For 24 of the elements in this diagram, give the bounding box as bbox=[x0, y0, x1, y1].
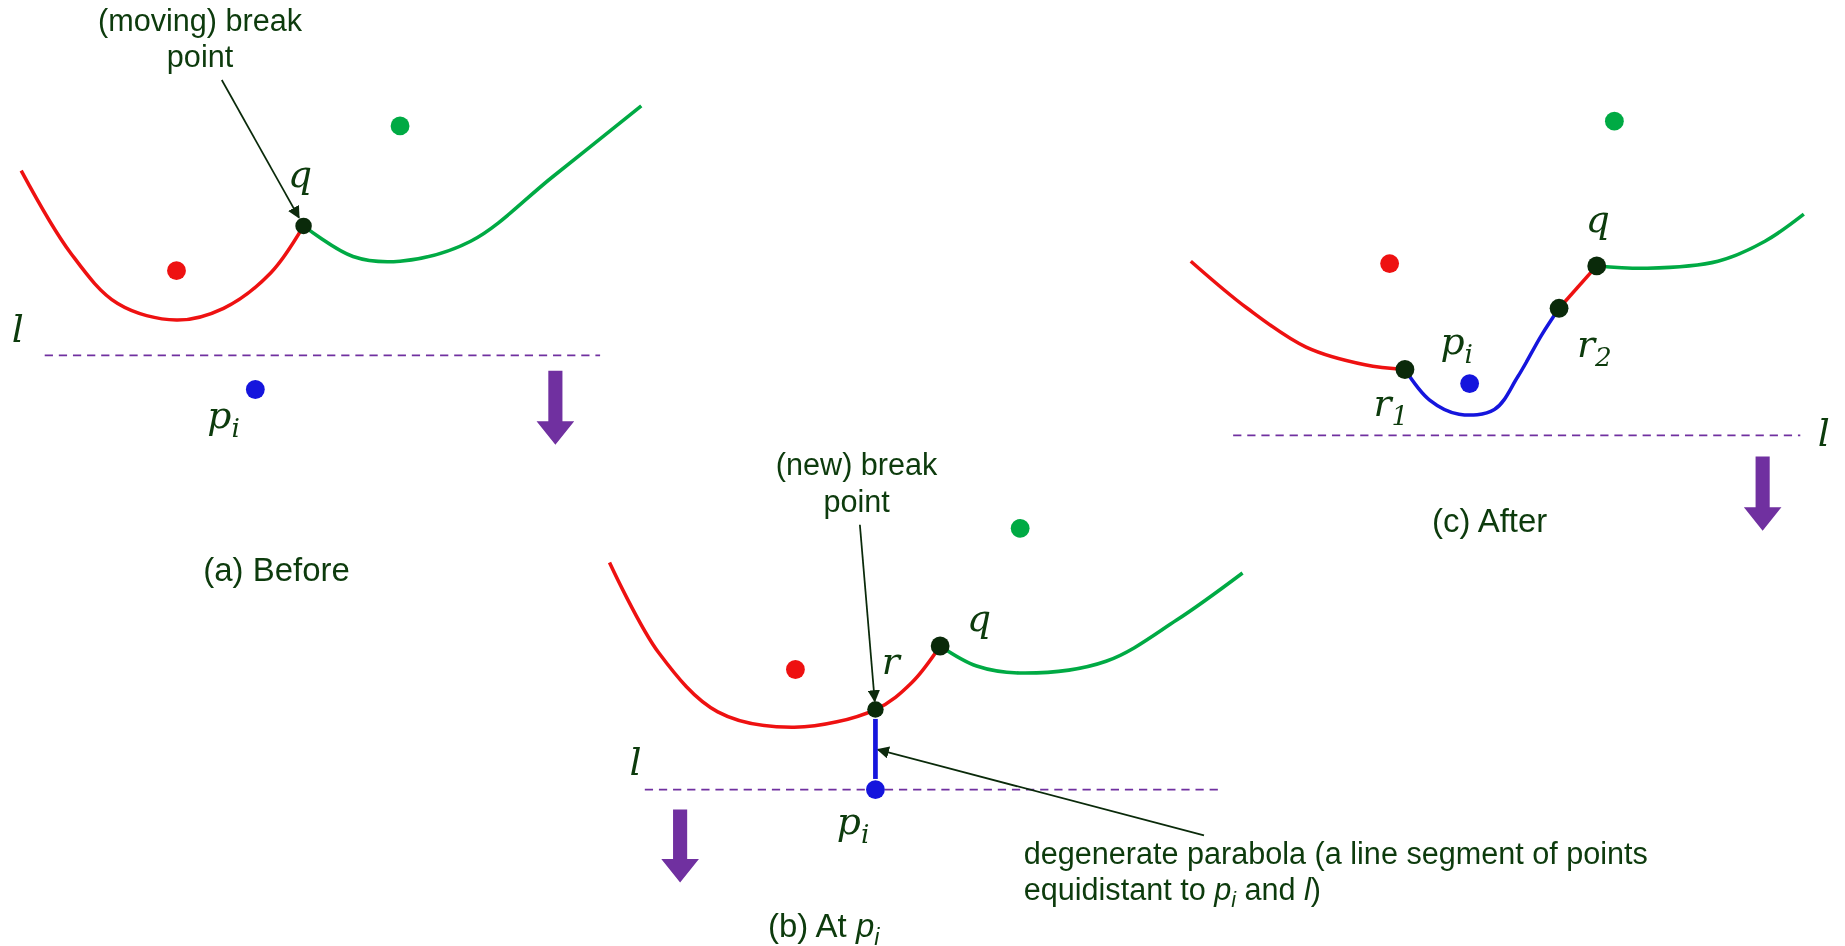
math-symbol: p$_{i}$ bbox=[207, 392, 240, 443]
math-symbol: q bbox=[966, 595, 992, 641]
math-symbol: l bbox=[1817, 410, 1830, 456]
math-symbol: r$_{2}$ bbox=[1577, 322, 1612, 373]
math-symbol: r bbox=[881, 638, 900, 684]
break-point-dot bbox=[295, 217, 312, 235]
math-symbol: q bbox=[1585, 196, 1610, 242]
math-symbol: p$_{i}$ bbox=[836, 798, 870, 849]
annotation-text: (new) break point bbox=[764, 447, 949, 521]
panel-caption: (c) After bbox=[1432, 502, 1548, 541]
math-symbol: p$_{i}$ bbox=[1440, 318, 1473, 369]
annotation-text: (moving) break point bbox=[88, 2, 312, 76]
leader-arrow bbox=[876, 746, 1205, 837]
math-symbol: q bbox=[288, 151, 313, 197]
panel-caption: (b) At p$_{i}$ bbox=[768, 908, 880, 946]
degenerate-parabola-segment bbox=[873, 718, 878, 779]
break-point-dot bbox=[867, 701, 884, 718]
math-symbol: r$_{1}$ bbox=[1373, 381, 1409, 431]
math-symbol: l bbox=[629, 740, 642, 785]
leader-arrow bbox=[859, 523, 880, 703]
panel-caption: (a) Before bbox=[203, 551, 350, 590]
math-symbol: l bbox=[11, 307, 24, 352]
leader-arrow bbox=[220, 79, 300, 219]
annotation-text: degenerate parabola (a line segment of points equidistant to p$_{i}$ and l) bbox=[1023, 835, 1707, 915]
